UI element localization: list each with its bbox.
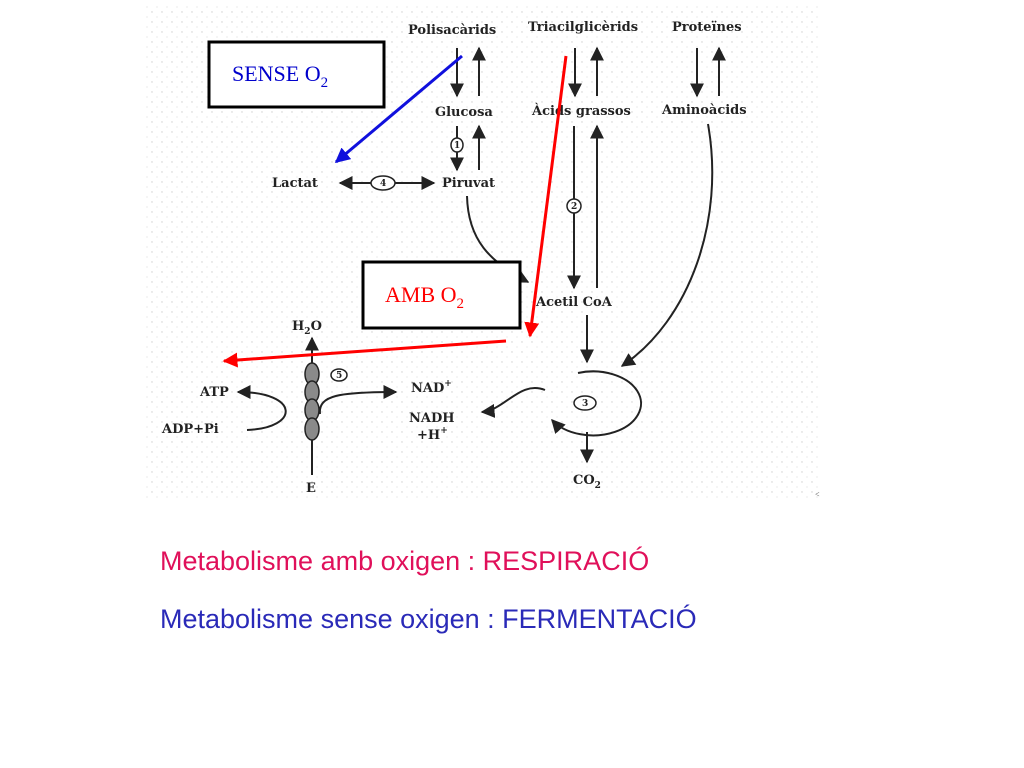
arrow-aminoacids-to-cycle <box>620 123 714 367</box>
svg-text:4: 4 <box>380 179 386 189</box>
label-nadh: NADH <box>409 411 455 426</box>
label-acetyl-coa: Acetil CoA <box>535 295 613 310</box>
red-respiration-arrow-down <box>524 55 568 338</box>
arrow-nad-reoxidation <box>318 385 398 415</box>
label-water: H2O <box>292 319 322 337</box>
label-adp: ADP+Pi <box>161 422 219 437</box>
step-4-marker: 4 <box>370 175 396 191</box>
caption-respiration: Metabolisme amb oxigen : RESPIRACIÓ <box>160 546 650 576</box>
step-3-marker: 3 <box>573 395 597 411</box>
label-polysaccharides: Polisacàrids <box>408 23 496 38</box>
label-atp: ATP <box>199 385 229 400</box>
svg-text:5: 5 <box>336 371 342 381</box>
arrow-cycle-to-nadh <box>480 387 546 418</box>
label-nad: NAD+ <box>411 379 452 396</box>
svg-text:2: 2 <box>571 202 577 212</box>
svg-text:3: 3 <box>582 399 588 409</box>
label-pyruvate: Piruvat <box>442 176 495 191</box>
label-amino-acids: Aminoàcids <box>661 103 747 118</box>
corner-mark: < <box>815 490 820 499</box>
box-with-oxygen: AMB O2 <box>361 260 522 330</box>
caption-fermentation: Metabolisme sense oxigen : FERMENTACIÓ <box>160 604 697 634</box>
svg-text:1: 1 <box>454 141 460 151</box>
label-h-plus: +H+ <box>417 426 448 443</box>
label-glucose: Glucosa <box>435 105 493 120</box>
arrow-adp-to-atp <box>236 385 287 431</box>
label-lactate: Lactat <box>272 176 318 191</box>
blue-fermentation-arrow <box>334 54 463 164</box>
box-without-oxygen: SENSE O2 <box>207 40 386 109</box>
krebs-cycle <box>551 370 643 437</box>
step-1-marker: 1 <box>450 137 464 153</box>
label-triacylglycerides: Triacilglicèrids <box>528 20 638 35</box>
label-co2: CO2 <box>573 473 601 491</box>
step-2-marker: 2 <box>566 198 582 214</box>
label-fatty-acids: Àcids grassos <box>531 103 631 119</box>
label-electron: E <box>306 481 316 496</box>
box-without-oxygen-label: SENSE O2 <box>232 61 328 91</box>
arrows-sources-to-monomers <box>450 46 726 98</box>
box-with-oxygen-label: AMB O2 <box>385 282 464 312</box>
label-proteins: Proteïnes <box>672 20 742 35</box>
electron-transport-chain <box>304 362 320 441</box>
red-respiration-arrow-left <box>222 339 507 368</box>
step-5-marker: 5 <box>330 368 348 382</box>
